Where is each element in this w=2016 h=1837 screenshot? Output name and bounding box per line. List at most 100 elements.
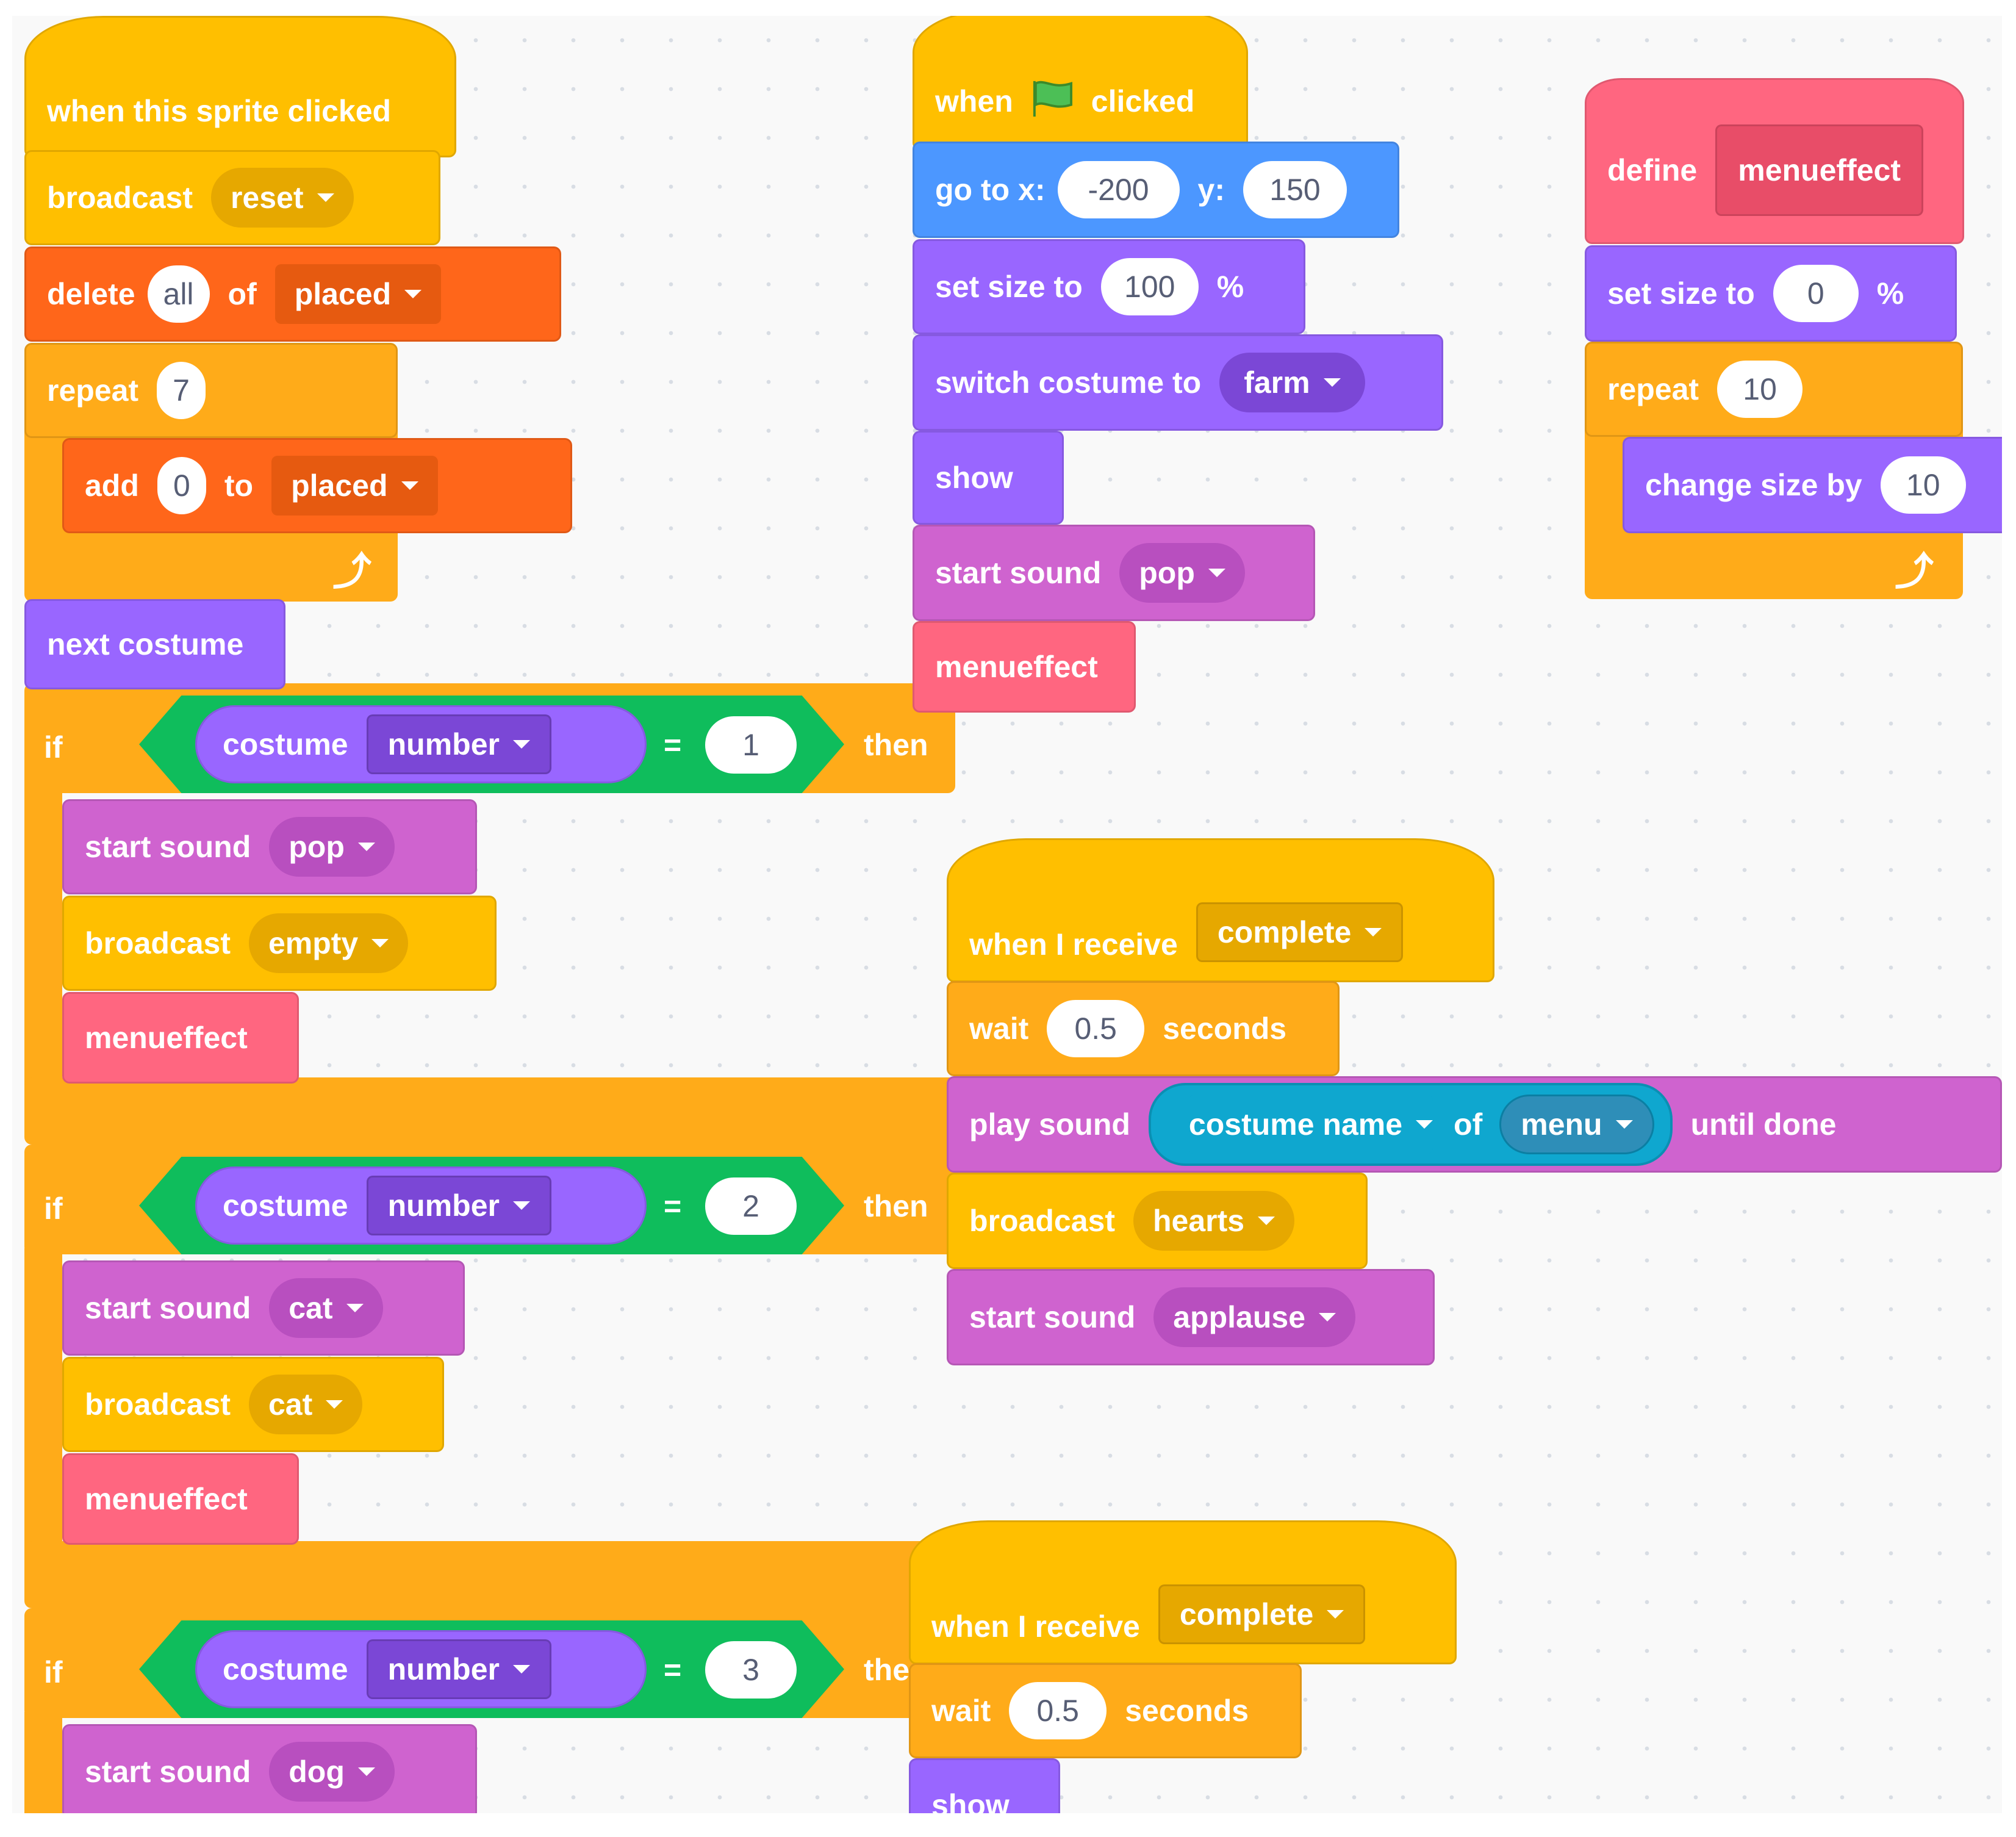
- message-dropdown[interactable]: complete: [1196, 902, 1404, 962]
- start-sound-dog-block[interactable]: start sound dog: [62, 1724, 477, 1813]
- delete-list-block[interactable]: delete all of placed: [24, 246, 561, 342]
- code-area[interactable]: ⤴ when this sprite clicked broadcast res…: [12, 16, 2002, 1813]
- list-dropdown[interactable]: placed: [271, 456, 438, 516]
- switch-costume-block[interactable]: switch costume to farm: [913, 334, 1443, 431]
- dropdown-value: menu: [1521, 1107, 1602, 1141]
- size-input[interactable]: 0: [1773, 265, 1859, 322]
- wait-block[interactable]: wait 0.5 seconds: [947, 981, 1340, 1076]
- custom-block-prototype[interactable]: menueffect: [1715, 124, 1923, 216]
- define-label: define: [1607, 153, 1698, 187]
- go-to-xy-block[interactable]: go to x: -200 y: 150: [913, 142, 1399, 238]
- start-sound-block[interactable]: start sound pop: [913, 525, 1315, 621]
- broadcast-message-dropdown[interactable]: cat: [248, 1375, 363, 1434]
- delete-item-input[interactable]: all: [147, 265, 210, 323]
- broadcast-label: broadcast: [969, 1204, 1115, 1238]
- change-size-block[interactable]: change size by 10: [1623, 437, 2002, 533]
- repeat-count-input[interactable]: 7: [157, 362, 206, 419]
- percent-label: %: [1216, 270, 1244, 304]
- costume-prop-dropdown[interactable]: number: [366, 1639, 551, 1699]
- set-size-block[interactable]: set size to 100 %: [913, 239, 1305, 334]
- broadcast-message-dropdown[interactable]: reset: [210, 168, 354, 228]
- equals-value-input[interactable]: 3: [705, 1641, 797, 1699]
- costume-prop-dropdown[interactable]: number: [366, 714, 551, 774]
- equals-value-input[interactable]: 1: [705, 716, 797, 774]
- dropdown-value: cat: [268, 1387, 313, 1422]
- caret-down-icon: [1416, 1120, 1433, 1129]
- sprite-dropdown[interactable]: menu: [1499, 1095, 1654, 1154]
- caret-down-icon: [512, 1665, 530, 1673]
- show-label: show: [931, 1788, 1010, 1813]
- x-input[interactable]: -200: [1057, 161, 1180, 218]
- broadcast-cat-block[interactable]: broadcast cat: [62, 1357, 444, 1452]
- sound-dropdown[interactable]: dog: [269, 1742, 395, 1802]
- caret-down-icon: [326, 1400, 343, 1409]
- broadcast-message-dropdown[interactable]: empty: [248, 913, 409, 973]
- start-sound-label: start sound: [969, 1300, 1136, 1334]
- wait-input[interactable]: 0.5: [1009, 1682, 1107, 1739]
- add-to-list-block[interactable]: add 0 to placed: [62, 438, 572, 533]
- when-flag-clicked-hat[interactable]: when clicked: [913, 16, 1248, 150]
- menueffect-call-block[interactable]: menueffect: [913, 621, 1136, 713]
- broadcast-label: broadcast: [85, 1387, 231, 1422]
- caret-down-icon: [1208, 569, 1225, 577]
- y-input[interactable]: 150: [1243, 161, 1347, 218]
- dropdown-value: empty: [268, 926, 359, 960]
- repeat-block[interactable]: repeat 7: [24, 343, 398, 438]
- costume-number-reporter[interactable]: costume number: [195, 705, 647, 783]
- broadcast-reset-block[interactable]: broadcast reset: [24, 150, 440, 245]
- next-costume-block[interactable]: next costume: [24, 599, 285, 689]
- menueffect-call-block[interactable]: menueffect: [62, 1453, 299, 1545]
- caret-down-icon: [512, 1201, 530, 1210]
- attribute-dropdown[interactable]: costume name: [1188, 1095, 1433, 1154]
- message-dropdown[interactable]: complete: [1158, 1584, 1366, 1644]
- caret-down-icon: [371, 939, 389, 947]
- wait-input[interactable]: 0.5: [1047, 1000, 1145, 1057]
- of-label: of: [228, 277, 257, 311]
- when-sprite-clicked-hat[interactable]: when this sprite clicked: [24, 16, 456, 157]
- set-size-block[interactable]: set size to 0 %: [1585, 245, 1957, 342]
- menueffect-call-block[interactable]: menueffect: [62, 992, 299, 1084]
- then-label: the: [864, 1653, 909, 1687]
- until-done-label: until done: [1690, 1107, 1837, 1141]
- play-sound-until-done-block[interactable]: play sound costume name of menu until do…: [947, 1076, 2002, 1173]
- broadcast-hearts-block[interactable]: broadcast hearts: [947, 1173, 1368, 1269]
- sound-dropdown[interactable]: pop: [1119, 543, 1245, 603]
- define-menueffect-block[interactable]: define menueffect: [1585, 78, 1964, 244]
- size-input[interactable]: 100: [1100, 258, 1199, 315]
- repeat-block[interactable]: repeat 10: [1585, 342, 1963, 437]
- seconds-label: seconds: [1125, 1694, 1249, 1728]
- dropdown-value: hearts: [1152, 1204, 1245, 1238]
- when-label: when: [935, 84, 1013, 118]
- add-value-input[interactable]: 0: [157, 457, 206, 514]
- list-dropdown[interactable]: placed: [274, 264, 442, 324]
- when-i-receive-label: when I receive: [969, 927, 1178, 962]
- sound-dropdown[interactable]: pop: [269, 817, 395, 877]
- wait-block[interactable]: wait 0.5 seconds: [909, 1663, 1302, 1758]
- sound-dropdown[interactable]: applause: [1153, 1287, 1355, 1347]
- show-block[interactable]: show: [909, 1758, 1060, 1813]
- change-size-input[interactable]: 10: [1880, 456, 1966, 514]
- when-i-receive-hat[interactable]: when I receive complete: [909, 1520, 1457, 1664]
- costume-dropdown[interactable]: farm: [1219, 353, 1365, 412]
- broadcast-empty-block[interactable]: broadcast empty: [62, 896, 497, 991]
- costume-number-reporter[interactable]: costume number: [195, 1630, 647, 1708]
- costume-prop-dropdown[interactable]: number: [366, 1176, 551, 1235]
- start-sound-pop-block[interactable]: start sound pop: [62, 799, 477, 894]
- of-sensing-reporter[interactable]: costume name of menu: [1148, 1083, 1673, 1166]
- equals-value-input[interactable]: 2: [705, 1177, 797, 1235]
- broadcast-label: broadcast: [85, 926, 231, 960]
- show-block[interactable]: show: [913, 431, 1064, 525]
- play-sound-label: play sound: [969, 1107, 1130, 1141]
- broadcast-message-dropdown[interactable]: hearts: [1133, 1191, 1295, 1251]
- when-i-receive-hat[interactable]: when I receive complete: [947, 838, 1494, 982]
- dropdown-value: dog: [289, 1755, 345, 1789]
- start-sound-label: start sound: [935, 556, 1102, 590]
- dropdown-value: placed: [291, 469, 388, 503]
- start-sound-applause-block[interactable]: start sound applause: [947, 1269, 1435, 1365]
- costume-number-reporter[interactable]: costume number: [195, 1167, 647, 1245]
- sound-dropdown[interactable]: cat: [269, 1278, 383, 1338]
- start-sound-cat-block[interactable]: start sound cat: [62, 1260, 465, 1356]
- repeat-count-input[interactable]: 10: [1717, 361, 1803, 418]
- set-size-label: set size to: [935, 270, 1083, 304]
- dropdown-value: number: [387, 727, 500, 761]
